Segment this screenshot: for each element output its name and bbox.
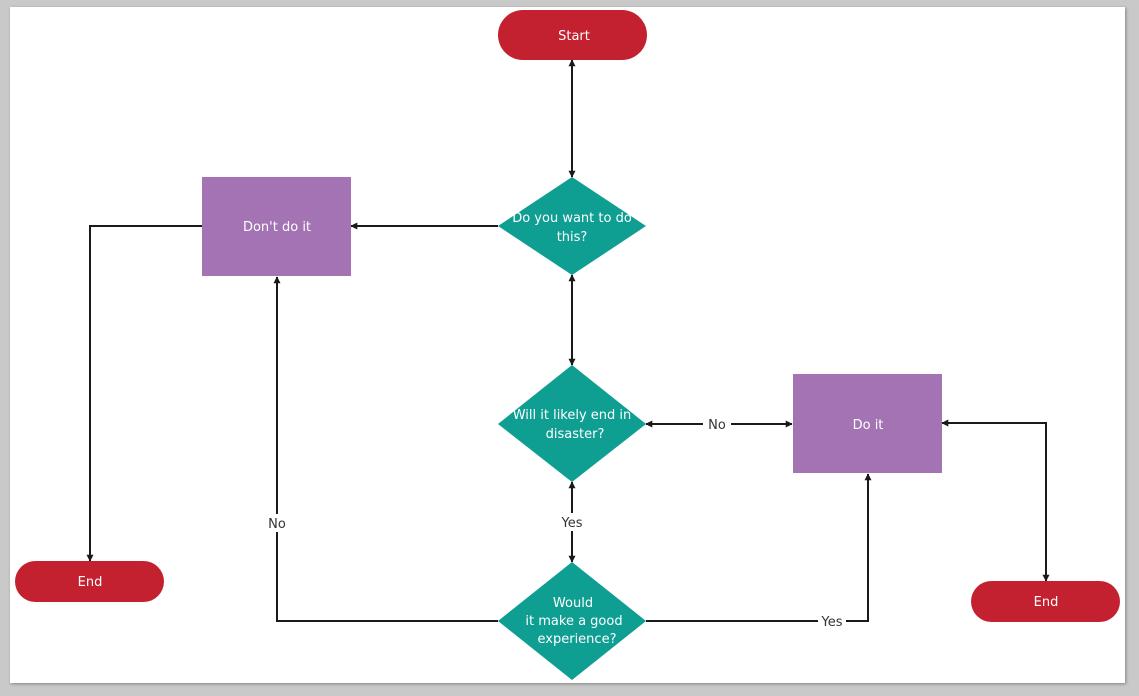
- decision-experience[interactable]: Would it make a good experience?: [498, 562, 646, 680]
- decision-experience-line-3: experience?: [538, 632, 617, 647]
- edge-label-experience-no: No: [268, 517, 286, 532]
- start-terminal[interactable]: Start: [498, 10, 647, 60]
- decision-disaster[interactable]: Will it likely end in disaster?: [498, 365, 646, 482]
- edge-label-experience-yes: Yes: [821, 615, 843, 630]
- do-it-shape: [793, 374, 942, 473]
- start-shape: [498, 10, 647, 60]
- end-right-terminal[interactable]: End: [971, 581, 1120, 622]
- connector-experience-dont: [273, 276, 498, 622]
- decision-want-line-1: Do you want to do: [512, 211, 632, 226]
- decision-want-line-2: this?: [557, 230, 588, 245]
- dont-do-it-label: Don't do it: [243, 220, 311, 235]
- end-right-label: End: [1034, 595, 1059, 610]
- do-it-process[interactable]: Do it: [793, 374, 942, 473]
- connector-dont-end-left: [86, 225, 202, 562]
- decision-disaster-line-1: Will it likely end in: [513, 408, 632, 423]
- end-left-shape: [15, 561, 164, 602]
- end-right-shape: [971, 581, 1120, 622]
- end-left-terminal[interactable]: End: [15, 561, 164, 602]
- dont-do-it-process[interactable]: Don't do it: [202, 177, 351, 276]
- decision-experience-line-1: Would: [553, 596, 593, 611]
- dont-do-it-shape: [202, 177, 351, 276]
- edge-label-disaster-no: No: [708, 418, 726, 433]
- edge-label-disaster-yes: Yes: [561, 516, 583, 531]
- decision-experience-shape: [498, 562, 646, 680]
- decision-disaster-line-2: disaster?: [546, 427, 605, 442]
- decision-disaster-shape: [498, 365, 646, 482]
- start-label: Start: [558, 29, 590, 44]
- decision-want-shape: [498, 177, 646, 275]
- end-left-label: End: [78, 575, 103, 590]
- do-it-label: Do it: [853, 418, 884, 433]
- connector-experience-do-it: [646, 473, 872, 622]
- decision-experience-line-2: it make a good: [525, 614, 622, 629]
- connector-do-it-end-right: [941, 419, 1050, 582]
- decision-want-to-do[interactable]: Do you want to do this?: [498, 177, 646, 275]
